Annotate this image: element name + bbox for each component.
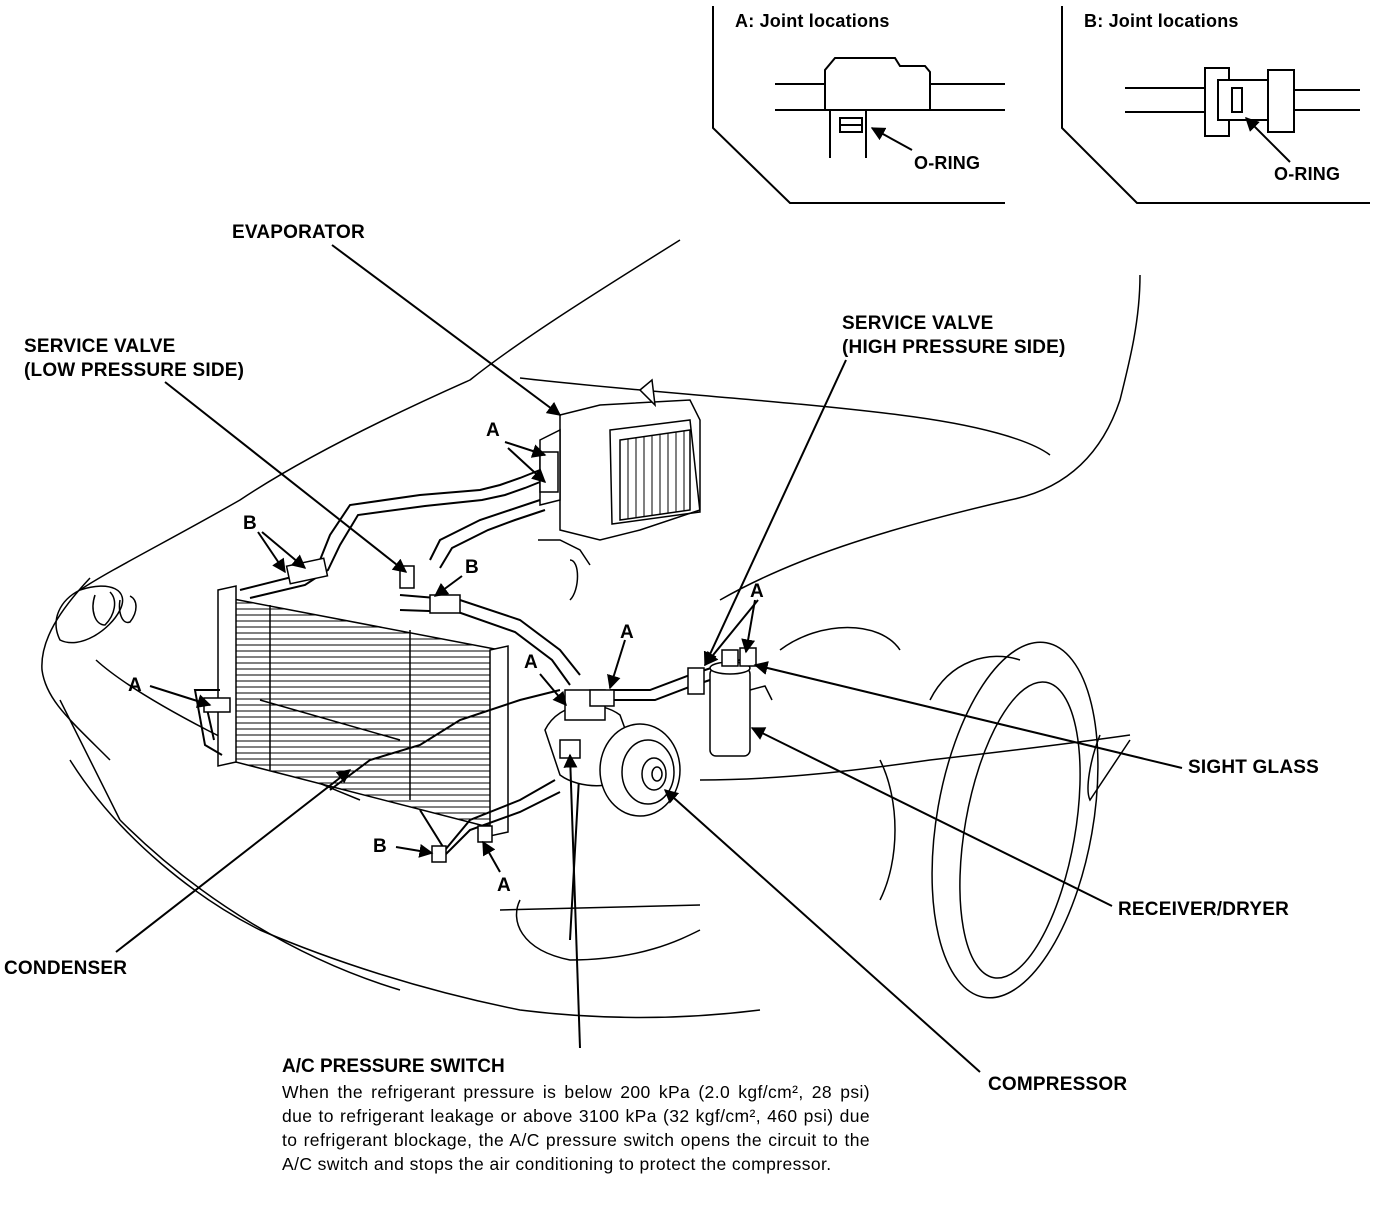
inset-a-title: A: Joint locations (735, 11, 890, 31)
inset-a-joint (712, 6, 1005, 204)
joint-b-upper-left-label: B (243, 513, 257, 534)
joint-a-evaporator-label: A (486, 420, 500, 441)
joint-a-receiver-label: A (750, 581, 764, 602)
condenser-unit (217, 585, 509, 837)
inset-b-oring-label: O-RING (1274, 164, 1341, 184)
pressure-switch-description: When the refrigerant pressure is below 2… (282, 1082, 870, 1174)
inset-b-title: B: Joint locations (1084, 11, 1239, 31)
pressure-switch-title: A/C PRESSURE SWITCH (282, 1056, 505, 1077)
joint-a-lower-label: A (497, 875, 511, 896)
joint-a-condenser-left-label: A (128, 675, 142, 696)
joint-a-compressor-left-label: A (524, 652, 538, 673)
leader-lines (115, 244, 1183, 1073)
evaporator-unit (538, 378, 701, 601)
condenser-label: CONDENSER (4, 958, 128, 979)
inset-b-joint (1061, 6, 1370, 204)
service-valve-high-label-line1: SERVICE VALVE (842, 313, 994, 334)
service-valve-low-label-line2: (LOW PRESSURE SIDE) (24, 360, 245, 381)
car-body-outline (41, 239, 1141, 1019)
joint-b-lower-label: B (373, 836, 387, 857)
evaporator-label: EVAPORATOR (232, 222, 365, 243)
inset-a-oring-label: O-RING (914, 153, 981, 173)
joint-b-service-valve-label: B (465, 557, 479, 578)
service-valve-low-label-line1: SERVICE VALVE (24, 336, 176, 357)
compressor-label: COMPRESSOR (988, 1074, 1128, 1095)
service-valve-high-label-line2: (HIGH PRESSURE SIDE) (842, 337, 1066, 358)
joint-a-compressor-top-label: A (620, 622, 634, 643)
receiver-dryer-label: RECEIVER/DRYER (1118, 899, 1290, 920)
sight-glass-label: SIGHT GLASS (1188, 757, 1319, 778)
